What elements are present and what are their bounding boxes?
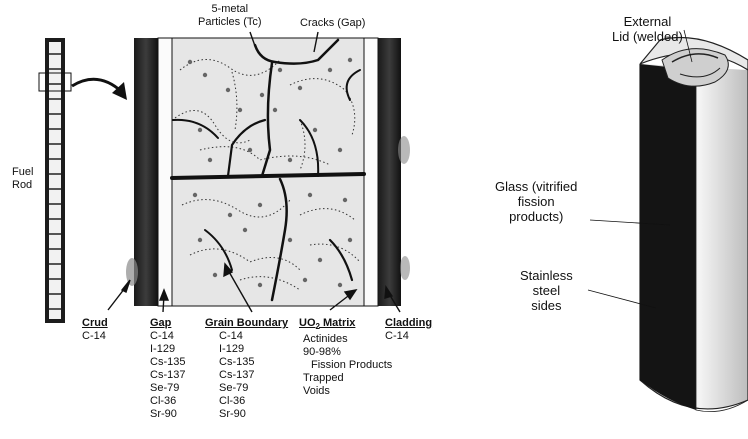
canister [640, 38, 748, 412]
grain-item: Cs-135 [219, 356, 288, 369]
metal-particle [338, 283, 342, 287]
zoom-arrow [72, 79, 122, 92]
metal-particle [193, 193, 197, 197]
metal-particle [288, 158, 292, 162]
metal-particle [273, 108, 277, 112]
metal-particle [203, 73, 207, 77]
grain-item: Se-79 [219, 382, 288, 395]
metal-particle [288, 238, 292, 242]
metal-particle [308, 193, 312, 197]
grain-item: Sr-90 [219, 408, 288, 421]
matrix-item: Trapped [303, 372, 392, 385]
grain-item: Cl-36 [219, 395, 288, 408]
metal-particle [338, 148, 342, 152]
crud-layer-left [134, 38, 158, 306]
metal-particle [243, 228, 247, 232]
gap-left [158, 38, 172, 306]
metal-particle [226, 88, 230, 92]
metal-particle [343, 198, 347, 202]
gap-item: I-129 [150, 343, 185, 356]
crud-item: C-14 [82, 330, 108, 343]
cladding-layer-right [378, 38, 401, 306]
metal-particle [228, 213, 232, 217]
cracks-label: Cracks (Gap) [300, 17, 365, 30]
gap-right [364, 38, 378, 306]
matrix-item: Fission Products [303, 359, 392, 372]
metal-particle [303, 278, 307, 282]
metal-particle [258, 283, 262, 287]
metal-particle [348, 238, 352, 242]
gap-item: Cs-137 [150, 369, 185, 382]
metal-particle [348, 58, 352, 62]
metal-particle [213, 273, 217, 277]
metal-particle [318, 258, 322, 262]
metal-particle [298, 86, 302, 90]
uo2-matrix [172, 38, 364, 306]
metal-particle [238, 108, 242, 112]
metal-particle [198, 238, 202, 242]
gap-item: Cl-36 [150, 395, 185, 408]
gap-item: C-14 [150, 330, 185, 343]
matrix-item: Actinides [303, 333, 392, 346]
metal-particle [260, 93, 264, 97]
metal-particle [258, 203, 262, 207]
metal-particle [208, 158, 212, 162]
matrix-item: Voids [303, 385, 392, 398]
cladding-label: Cladding C-14 [385, 317, 432, 343]
grain-item: Cs-137 [219, 369, 288, 382]
pellet-cross-section [126, 38, 410, 306]
gap-item: Sr-90 [150, 408, 185, 421]
metal-particle [248, 148, 252, 152]
gap-item: Se-79 [150, 382, 185, 395]
crud-label: Crud C-14 [82, 317, 108, 343]
fuel-rod [45, 38, 65, 323]
gap-item: Cs-135 [150, 356, 185, 369]
matrix-item: 90-98% [303, 346, 392, 359]
metal-particle [198, 128, 202, 132]
metal-particle [313, 128, 317, 132]
grain-item: I-129 [219, 343, 288, 356]
cladding-item: C-14 [385, 330, 432, 343]
grain-item: C-14 [219, 330, 288, 343]
metal-particle [328, 68, 332, 72]
metal-particle [278, 68, 282, 72]
glass-fill [640, 64, 696, 410]
metal-particle [188, 60, 192, 64]
